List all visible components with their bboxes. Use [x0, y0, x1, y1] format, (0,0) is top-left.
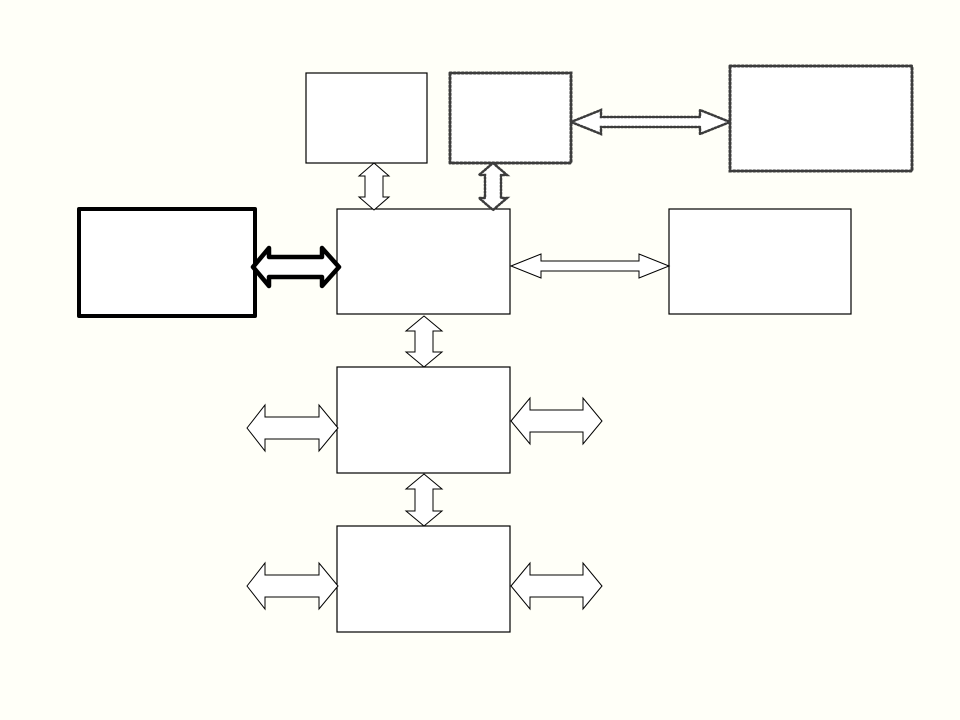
double-arrow-right-of-middle: [510, 396, 603, 446]
bottom-box: [336, 525, 511, 633]
double-arrow-top-left-to-central: [357, 162, 391, 211]
double-arrow-left-of-bottom: [246, 561, 339, 611]
double-arrow-central-to-middle: [404, 315, 444, 368]
double-arrow-central-to-right: [509, 253, 671, 279]
dotted-double-arrow-top-middle-to-top-right: [567, 108, 734, 136]
double-arrow-right-of-bottom: [510, 561, 603, 611]
double-arrow-left-of-middle: [246, 403, 339, 453]
central-box: [336, 208, 511, 315]
top-right-dotted-box: [728, 64, 914, 173]
top-middle-dotted-box: [448, 71, 573, 165]
middle-box: [336, 366, 511, 474]
bold-double-arrow-left-to-central: [250, 245, 342, 289]
dotted-double-arrow-top-middle-to-central: [475, 161, 511, 212]
double-arrow-middle-to-bottom: [404, 473, 444, 527]
right-box: [668, 208, 852, 315]
left-bold-box: [77, 207, 257, 318]
top-left-box: [305, 72, 428, 164]
